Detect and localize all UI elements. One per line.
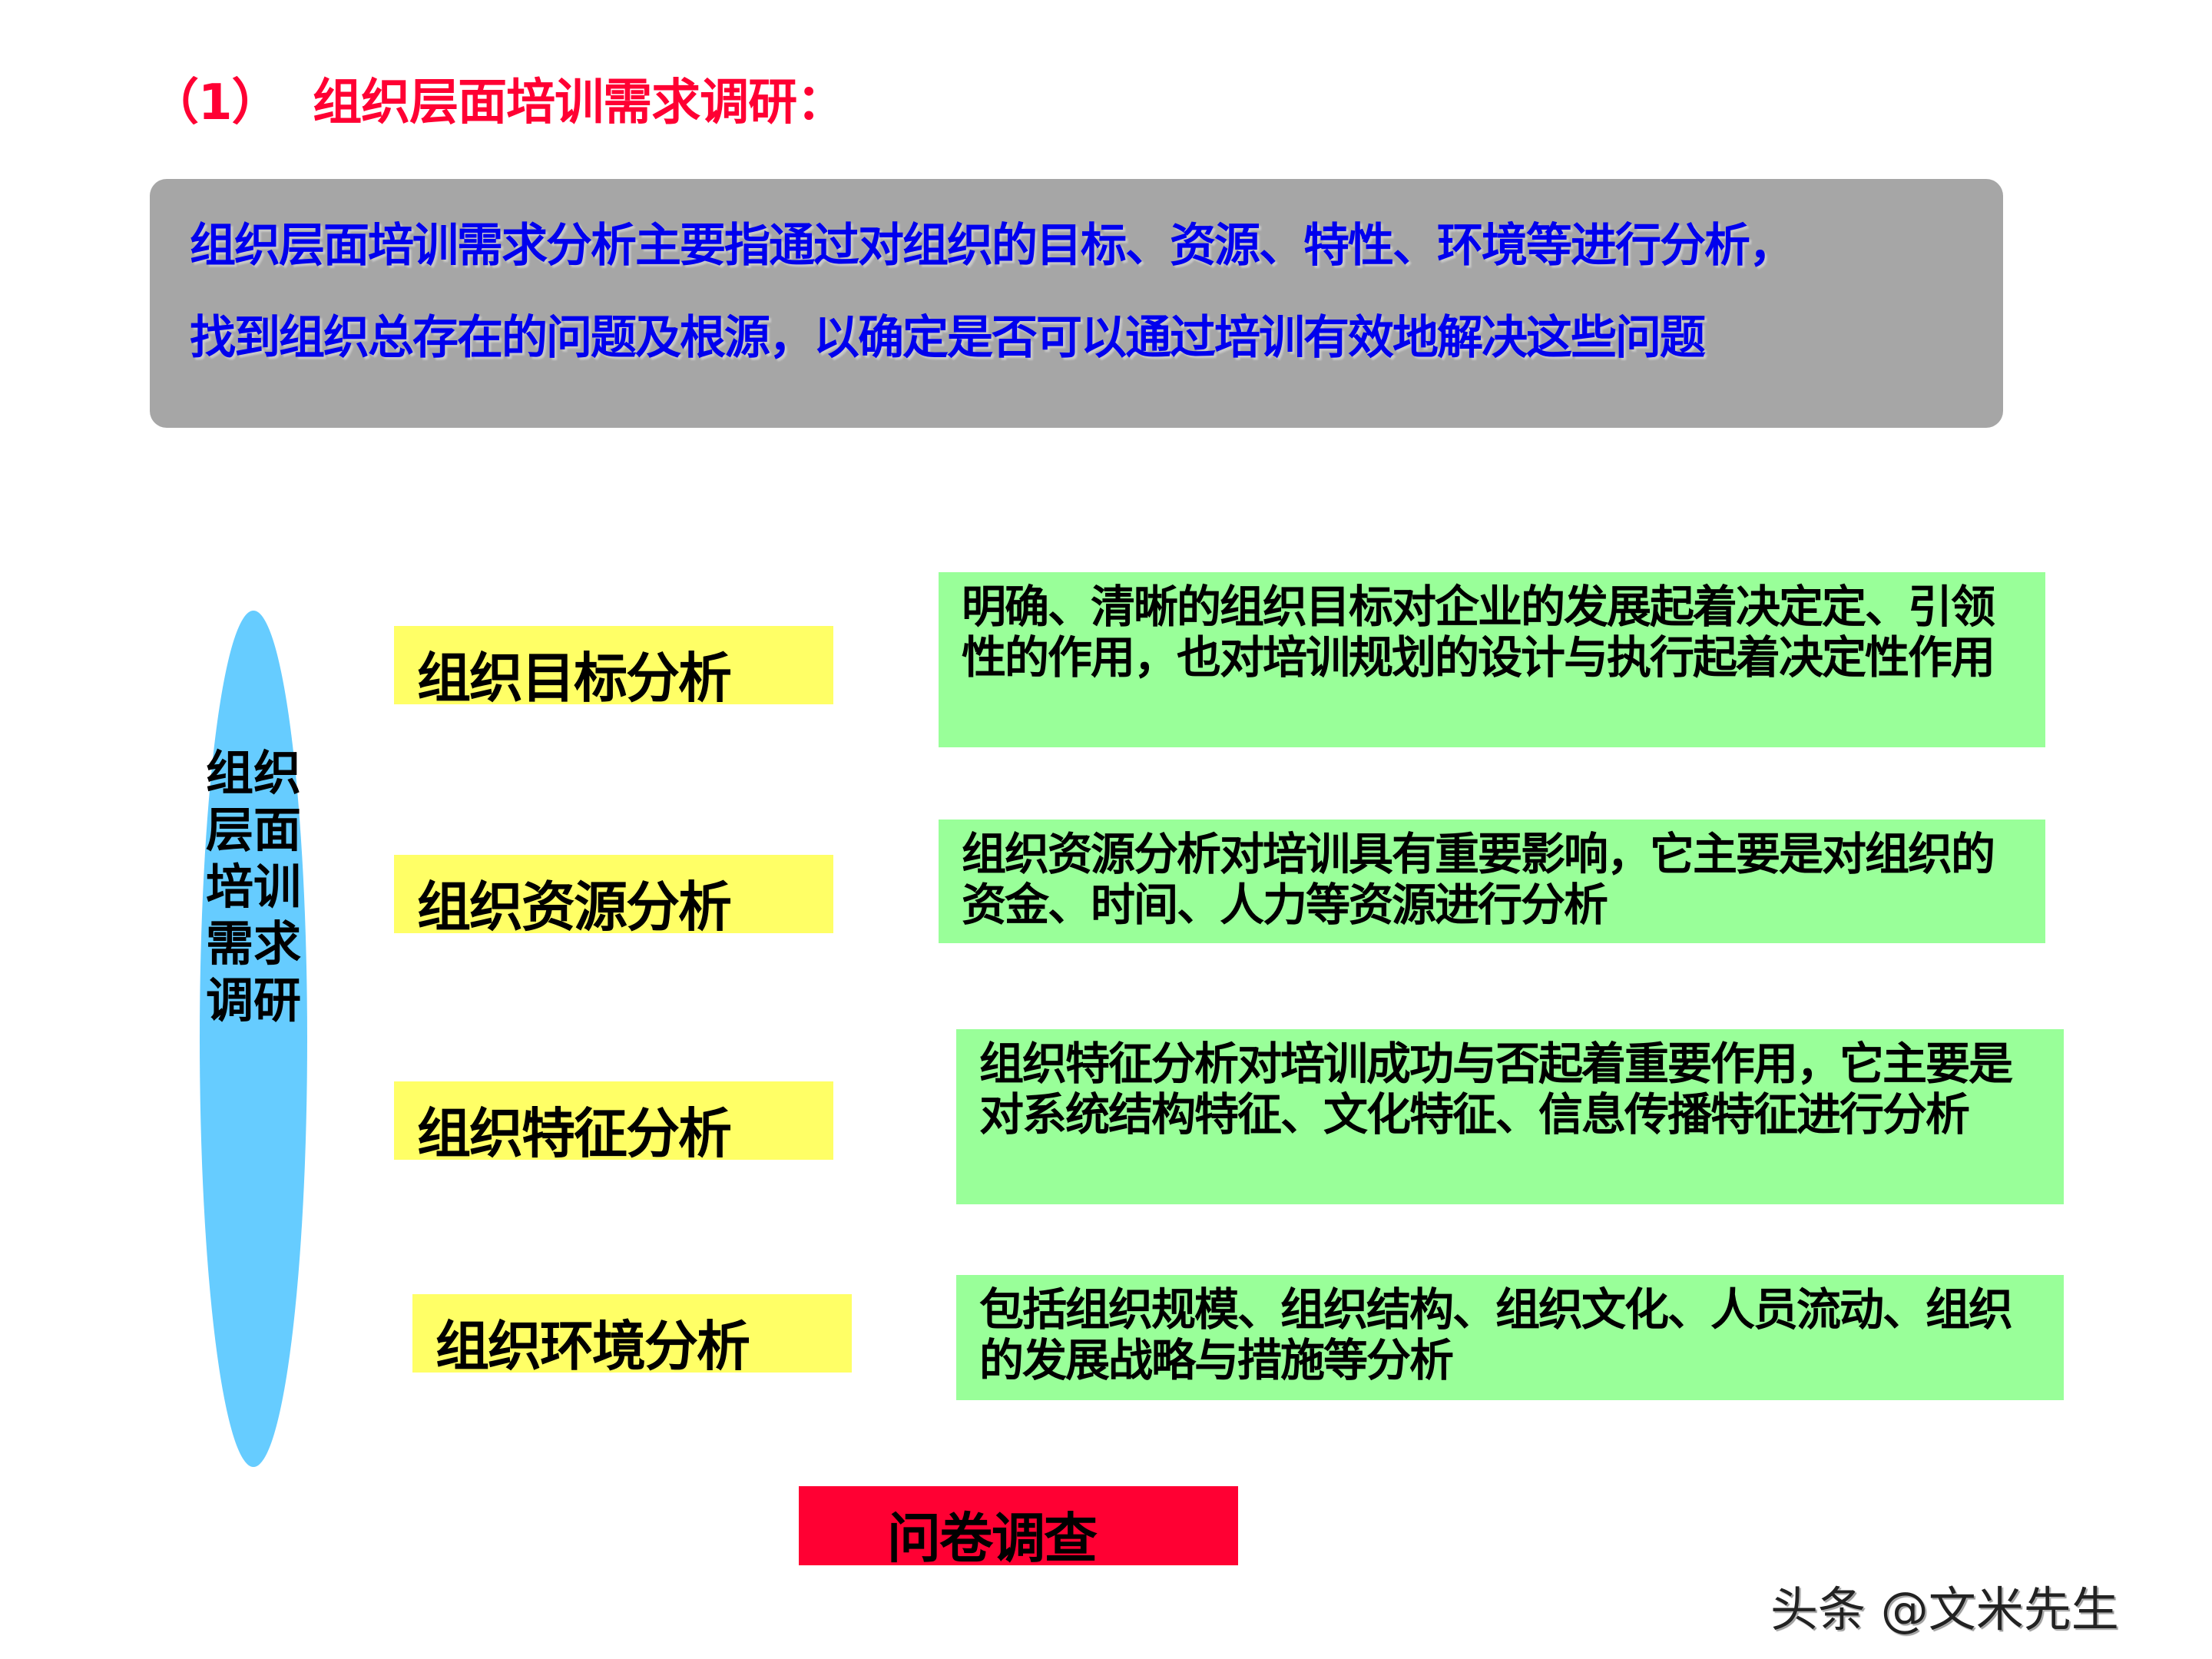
intro-line-2: 找到组织总存在的问题及根源，以确定是否可以通过培训有效地解决这些问题	[190, 311, 1706, 365]
label-resource-analysis: 组织资源分析	[394, 855, 833, 939]
desc-text: 组织特征分析对培训成功与否起着重要作用，它主要是对系统结构特征、文化特征、信息传…	[979, 1038, 2013, 1141]
label-goal-analysis: 组织目标分析	[394, 626, 833, 710]
desc-environment-analysis: 包括组织规模、组织结构、组织文化、人员流动、组织的发展战略与措施等分析	[956, 1275, 2064, 1400]
label-text: 组织特征分析	[417, 1102, 732, 1165]
label-feature-analysis: 组织特征分析	[394, 1081, 833, 1165]
desc-text: 组织资源分析对培训具有重要影响，它主要是对组织的资金、时间、人力等资源进行分析	[962, 828, 1995, 931]
label-text: 组织目标分析	[417, 647, 732, 710]
desc-text: 明确、清晰的组织目标对企业的发展起着决定定、引领性的作用，也对培训规划的设计与执…	[962, 581, 1995, 684]
label-environment-analysis: 组织环境分析	[412, 1294, 852, 1378]
label-text: 组织资源分析	[417, 876, 732, 939]
label-text: 组织环境分析	[435, 1315, 750, 1378]
desc-goal-analysis: 明确、清晰的组织目标对企业的发展起着决定定、引领性的作用，也对培训规划的设计与执…	[939, 572, 2045, 747]
survey-button-label: 问卷调查	[887, 1507, 1098, 1570]
watermark: 头条 @文米先生	[1770, 1581, 2119, 1637]
intro-box: 组织层面培训需求分析主要指通过对组织的目标、资源、特性、环境等进行分析， 找到组…	[150, 179, 2003, 428]
desc-feature-analysis: 组织特征分析对培训成功与否起着重要作用，它主要是对系统结构特征、文化特征、信息传…	[956, 1029, 2064, 1204]
side-label: 组织层面培训需求调研	[205, 745, 301, 1028]
desc-text: 包括组织规模、组织结构、组织文化、人员流动、组织的发展战略与措施等分析	[979, 1283, 2013, 1386]
survey-button[interactable]: 问卷调查	[799, 1486, 1238, 1570]
desc-resource-analysis: 组织资源分析对培训具有重要影响，它主要是对组织的资金、时间、人力等资源进行分析	[939, 820, 2045, 943]
intro-line-1: 组织层面培训需求分析主要指通过对组织的目标、资源、特性、环境等进行分析，	[190, 219, 1795, 273]
side-label-ellipse: 组织层面培训需求调研	[200, 611, 307, 1467]
page-title: （1） 组织层面培训需求调研：	[150, 75, 846, 131]
